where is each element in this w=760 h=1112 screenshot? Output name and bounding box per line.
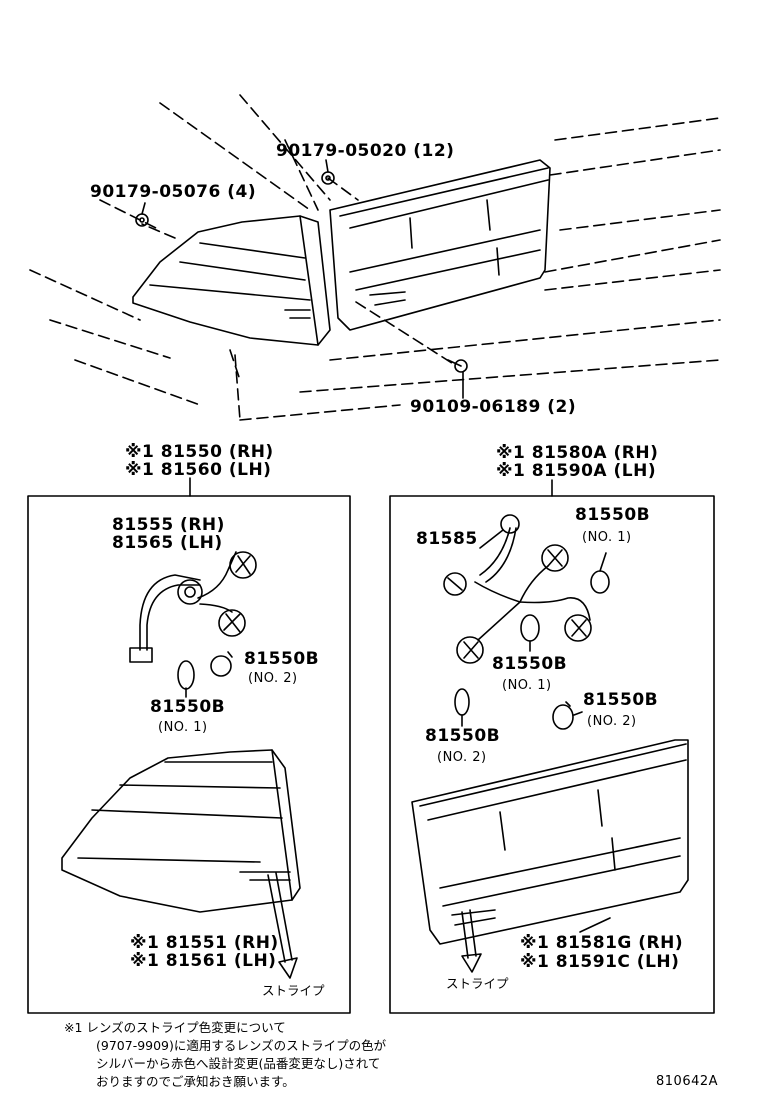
label-lens-rh-right: ※1 81581G (RH) (520, 933, 684, 953)
label-bulb-br: (NO. 2) (587, 714, 637, 729)
label-bulb-no1-left-code: 81550B (150, 697, 226, 717)
label-socket-lh: 81565 (LH) (112, 533, 223, 553)
leader-nut-left (141, 202, 146, 215)
leader-nut-center (325, 159, 329, 173)
stripe-arrow-right-icon (461, 909, 482, 973)
label-bulb-mid: (NO. 1) (502, 678, 552, 693)
bulb-top-right-icon (590, 570, 610, 594)
garnish-lens-right (411, 739, 689, 945)
bulb-no2-left-icon (210, 651, 233, 677)
leader-bulb-top (599, 552, 607, 572)
screw-icon (447, 359, 468, 373)
label-bulb-bl: (NO. 2) (437, 750, 487, 765)
footnote-line-4: おりますのでご承知おき願います。 (96, 1074, 295, 1089)
label-socket-rh: 81555 (RH) (112, 515, 225, 535)
bulb-br-right-icon (552, 701, 574, 730)
footnote-line-1: ※1 レンズのストライプ色変更について (64, 1020, 286, 1035)
label-assy-lh-right: ※1 81590A (LH) (496, 461, 657, 481)
lens-left (61, 749, 301, 913)
garnish-lamp-top-view (329, 159, 551, 331)
label-lens-rh-left: ※1 81551 (RH) (130, 933, 279, 953)
wire-harness-right (443, 514, 592, 664)
label-nut-center: 90179-05020 (12) (276, 141, 455, 161)
label-wire-harness: 81585 (416, 529, 478, 549)
label-nut-left: 90179-05076 (4) (90, 182, 257, 202)
label-bulb-no1-left: (NO. 1) (158, 720, 208, 735)
label-bulb-mid-code: 81550B (492, 654, 568, 674)
label-stripe-left: ストライプ (262, 983, 325, 998)
label-assy-lh-left: ※1 81560 (LH) (125, 460, 272, 480)
figure-code: 810642A (656, 1074, 719, 1089)
label-lens-lh-left: ※1 81561 (LH) (130, 951, 277, 971)
label-bulb-top: (NO. 1) (582, 530, 632, 545)
label-screw: 90109-06189 (2) (410, 397, 577, 417)
leader-lens-right (579, 917, 611, 933)
rear-lamp-top-view (132, 215, 331, 346)
label-assy-rh-left: ※1 81550 (RH) (125, 442, 274, 462)
label-bulb-no2-left: (NO. 2) (248, 671, 298, 686)
label-stripe-right: ストライプ (446, 976, 509, 991)
bulb-bl-right-icon (454, 688, 470, 716)
leader-bulb-br (573, 711, 583, 716)
label-lens-lh-right: ※1 81591C (LH) (520, 952, 680, 972)
stripe-arrow-left-icon (267, 872, 298, 979)
leader-wire (479, 529, 504, 549)
bulb-mid-right-icon (520, 614, 540, 642)
socket-wire-left (129, 551, 257, 663)
footnote-line-2: (9707-9909)に適用するレンズのストライプの色が (96, 1038, 387, 1053)
left-group-frame (27, 495, 351, 1014)
label-bulb-no2-left-code: 81550B (244, 649, 320, 669)
label-bulb-br-code: 81550B (583, 690, 659, 710)
bulb-no1-left-icon (177, 660, 195, 690)
footnote-line-3: シルバーから赤色へ設計変更(品番変更なし)されて (96, 1056, 381, 1071)
label-assy-rh-right: ※1 81580A (RH) (496, 443, 659, 463)
label-bulb-top-code: 81550B (575, 505, 651, 525)
label-bulb-bl-code: 81550B (425, 726, 501, 746)
